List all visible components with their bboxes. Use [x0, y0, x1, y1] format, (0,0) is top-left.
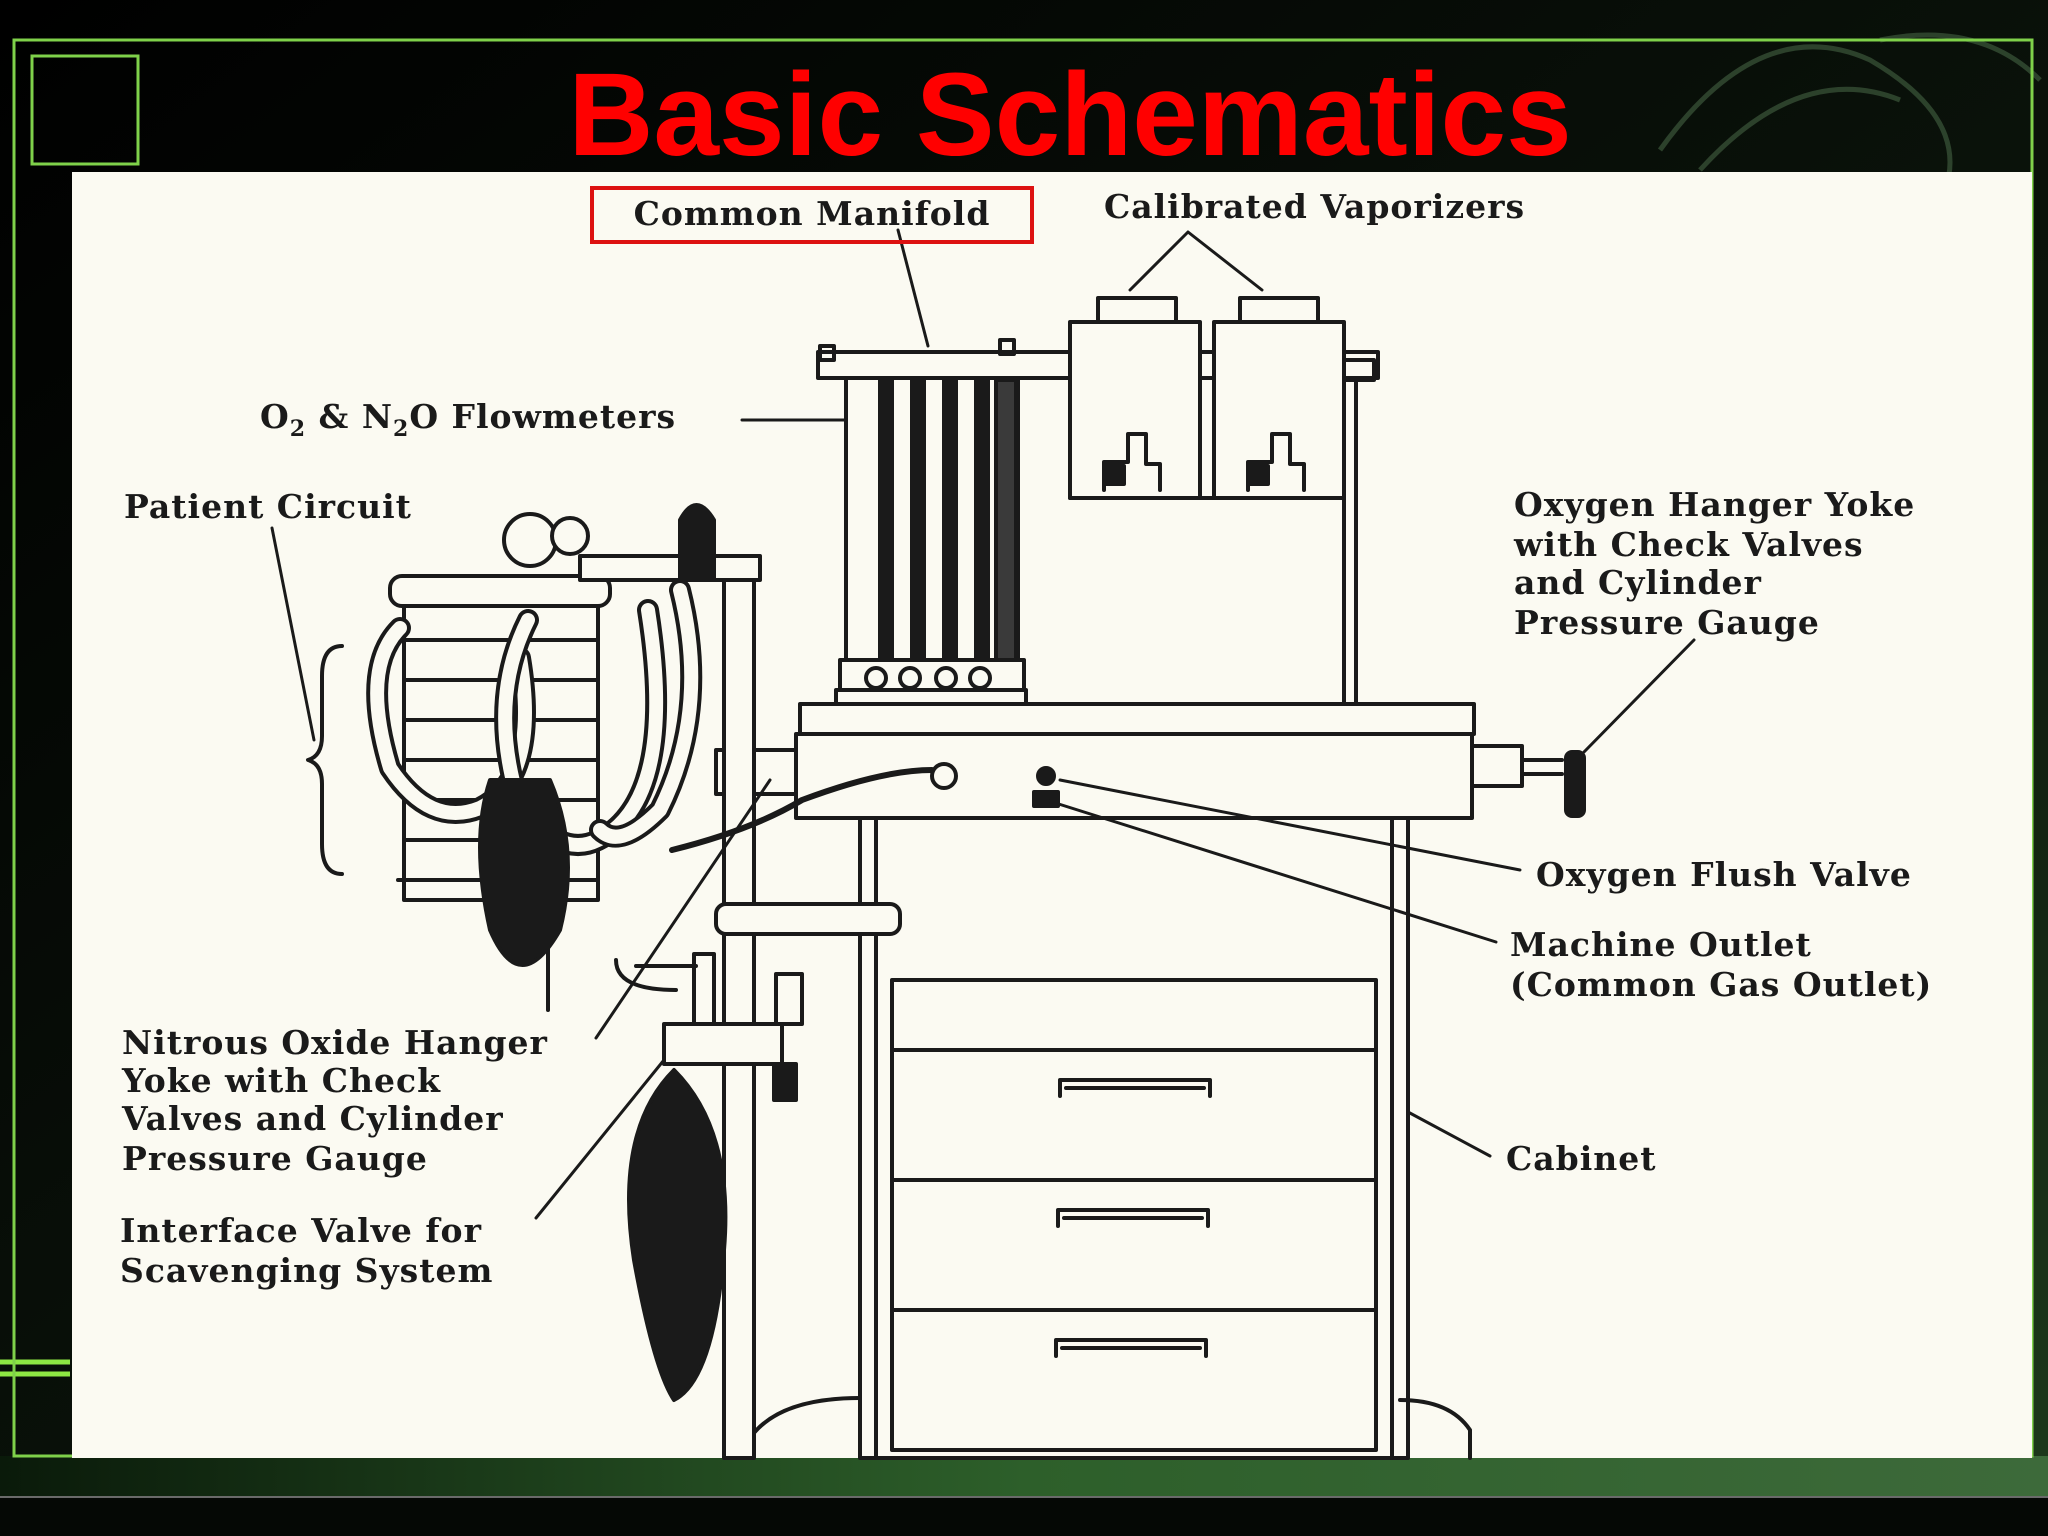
svg-text:with Check Valves: with Check Valves	[1513, 525, 1864, 564]
reservoir-bag-2	[627, 1068, 728, 1402]
flowmeter-bank	[834, 376, 1028, 706]
green-glow-lines	[0, 1359, 70, 1377]
anesthesia-machine-drawing	[270, 228, 1696, 1460]
cabinet-drawer-2	[890, 1178, 1378, 1312]
work-surface	[798, 702, 1476, 736]
leader-lines	[270, 228, 1696, 1220]
svg-text:Yoke with Check: Yoke with Check	[121, 1061, 441, 1100]
label-flowmeters: O2 & N2O Flowmeters	[260, 397, 676, 442]
label-cabinet: Cabinet	[1506, 1139, 1657, 1178]
svg-text:and Cylinder: and Cylinder	[1514, 563, 1762, 602]
svg-text:Nitrous Oxide Hanger: Nitrous Oxide Hanger	[122, 1023, 548, 1062]
label-patient-circuit: Patient Circuit	[124, 487, 412, 526]
slide-title: Basic Schematics	[568, 49, 1572, 181]
cabinet-drawer-1	[890, 1048, 1378, 1182]
label-interface-valve: Interface Valve for Scavenging System	[120, 1211, 493, 1290]
manifold-highlight-box	[590, 186, 1034, 244]
label-oxygen-hanger-yoke: Oxygen Hanger Yoke with Check Valves and…	[1513, 485, 1915, 642]
logo-placeholder-box	[30, 54, 140, 166]
reservoir-bag-1	[478, 778, 570, 967]
svg-text:Pressure Gauge: Pressure Gauge	[122, 1139, 428, 1178]
svg-text:Valves and Cylinder: Valves and Cylinder	[121, 1099, 504, 1138]
svg-text:Interface Valve for: Interface Valve for	[120, 1211, 482, 1250]
label-calibrated-vaporizers: Calibrated Vaporizers	[1104, 187, 1525, 226]
label-nitrous-oxide-yoke: Nitrous Oxide Hanger Yoke with Check Val…	[121, 1023, 548, 1178]
label-oxygen-flush-valve: Oxygen Flush Valve	[1536, 855, 1912, 894]
label-common-manifold: Common Manifold	[634, 194, 991, 233]
cabinet-drawer-3	[890, 1308, 1378, 1452]
vaporizers	[1068, 296, 1346, 500]
svg-text:Scavenging System: Scavenging System	[120, 1251, 493, 1290]
svg-text:Machine Outlet: Machine Outlet	[1510, 925, 1812, 964]
svg-text:(Common Gas Outlet): (Common Gas Outlet)	[1510, 965, 1932, 1004]
oxygen-yoke-handle	[1564, 750, 1586, 818]
patient-circuit-brace	[306, 644, 344, 876]
label-machine-outlet: Machine Outlet (Common Gas Outlet)	[1510, 925, 1932, 1004]
svg-text:Pressure Gauge: Pressure Gauge	[1514, 603, 1820, 642]
svg-text:Oxygen Hanger Yoke: Oxygen Hanger Yoke	[1514, 485, 1915, 524]
